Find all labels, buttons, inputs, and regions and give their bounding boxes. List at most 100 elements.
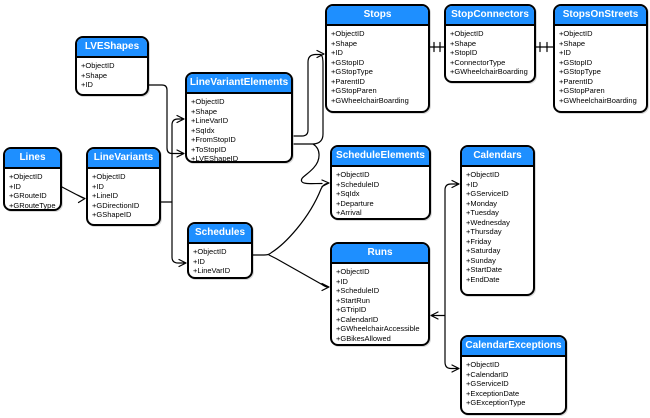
field-exceptiondate: +ExceptionDate bbox=[466, 388, 520, 398]
field-enddate: +EndDate bbox=[466, 275, 500, 285]
entity-stopsonstreets[interactable]: StopsOnStreets +ObjectID+Shape+ID+GStopID… bbox=[553, 4, 648, 113]
field-gshapeid: +GShapeID bbox=[92, 210, 132, 220]
entity-field-list: +ObjectID+Shape+ID bbox=[77, 58, 147, 92]
field-groutetype: +GRouteType bbox=[9, 200, 56, 210]
entity-scheduleelements[interactable]: ScheduleElements+ObjectID+ScheduleID+SqI… bbox=[330, 145, 431, 220]
entity-field-list: +ObjectID+CalendarID+GServiceID+Exceptio… bbox=[462, 357, 565, 410]
field-gwheelchairboarding: +GWheelchairBoarding bbox=[450, 67, 528, 77]
connector-fromstopid-stops bbox=[293, 49, 325, 137]
entity-title[interactable]: Calendars bbox=[462, 147, 533, 167]
field-gwheelchairboarding: +GWheelchairBoarding bbox=[559, 95, 637, 105]
field-id: +ID bbox=[331, 48, 343, 58]
entity-field-list: +ObjectID+Shape+StopID+ConnectorType+GWh… bbox=[446, 26, 534, 79]
field-id: +ID bbox=[92, 181, 104, 191]
field-wednesday: +Wednesday bbox=[466, 217, 510, 227]
entity-title[interactable]: LVEShapes bbox=[77, 38, 147, 58]
entity-field-list: +ObjectID+ID+GRouteID+GRouteType bbox=[5, 169, 60, 210]
connector-linevariantelements-scheduleelements bbox=[300, 143, 323, 185]
field-gwheelchairaccessible: +GWheelchairAccessible bbox=[336, 324, 420, 334]
entity-title[interactable]: CalendarExceptions bbox=[462, 337, 565, 357]
field-shape: +Shape bbox=[450, 38, 477, 48]
entity-field-list: +ObjectID+ID+LineID+GDirectionID+GShapeI… bbox=[88, 169, 159, 222]
entity-title[interactable]: ScheduleElements bbox=[332, 147, 429, 167]
field-linevarid: +LineVarID bbox=[191, 116, 229, 126]
entity-title[interactable]: Stops bbox=[327, 6, 428, 26]
entity-linevariants[interactable]: LineVariants+ObjectID+ID+LineID+GDirecti… bbox=[86, 147, 161, 226]
field-objectid: +ObjectID bbox=[336, 267, 370, 276]
field-sqidx: +SqIdx bbox=[191, 125, 215, 135]
field-objectid: +ObjectID bbox=[9, 172, 43, 181]
field-objectid: +ObjectID bbox=[193, 247, 227, 256]
field-gstopparen: +GStopParen bbox=[559, 86, 605, 96]
field-linevarid: +LineVarID bbox=[193, 266, 231, 276]
field-sunday: +Sunday bbox=[466, 255, 496, 265]
field-gserviceid: +GServiceID bbox=[466, 379, 509, 389]
entity-field-list: +ObjectID+ID+ScheduleID+StartRun+GTripID… bbox=[332, 264, 428, 344]
connector-stops-stopconnectors bbox=[429, 41, 445, 53]
field-id: +ID bbox=[559, 48, 571, 58]
field-calendarid: +CalendarID bbox=[466, 369, 509, 379]
field-scheduleid: +ScheduleID bbox=[336, 286, 380, 296]
field-id: +ID bbox=[81, 80, 93, 90]
field-shape: +Shape bbox=[559, 38, 586, 48]
field-objectid: +ObjectID bbox=[450, 29, 484, 38]
field-gwheelchairboarding: +GWheelchairBoarding bbox=[331, 95, 409, 105]
field-lveshapeid: +LVEShapeID bbox=[191, 154, 239, 163]
entity-title[interactable]: Runs bbox=[332, 244, 428, 264]
field-objectid: +ObjectID bbox=[466, 170, 500, 179]
field-id: +ID bbox=[193, 256, 205, 266]
entity-schedules[interactable]: Schedules+ObjectID+ID+LineVarID bbox=[187, 222, 253, 279]
field-objectid: +ObjectID bbox=[331, 29, 365, 38]
field-fromstopid: +FromStopID bbox=[191, 135, 236, 145]
field-gstopparen: +GStopParen bbox=[331, 86, 377, 96]
entity-title[interactable]: StopConnectors bbox=[446, 6, 534, 26]
field-gdirectionid: +GDirectionID bbox=[92, 200, 140, 210]
field-tuesday: +Tuesday bbox=[466, 208, 499, 218]
connector-schedules-scheduleelements bbox=[252, 179, 330, 256]
entity-stops[interactable]: Stops +ObjectID+Shape+ID+GStopID+GStopTyp… bbox=[325, 4, 430, 113]
field-tostopid: +ToStopID bbox=[191, 144, 227, 154]
entity-lines[interactable]: Lines+ObjectID+ID+GRouteID+GRouteType bbox=[3, 147, 62, 211]
field-gstoptype: +GStopType bbox=[559, 67, 601, 77]
field-stopid: +StopID bbox=[450, 48, 478, 58]
entity-title[interactable]: Lines bbox=[5, 149, 60, 169]
entity-title[interactable]: LineVariants bbox=[88, 149, 159, 169]
entity-field-list: +ObjectID+ID+LineVarID bbox=[189, 244, 251, 277]
entity-calendars[interactable]: Calendars+ObjectID+ID+GServiceID+Monday+… bbox=[460, 145, 535, 296]
field-objectid: +ObjectID bbox=[466, 360, 500, 369]
field-gstopid: +GStopID bbox=[331, 57, 365, 67]
field-objectid: +ObjectID bbox=[191, 97, 225, 106]
connector-linevariants-schedules bbox=[171, 201, 187, 268]
field-departure: +Departure bbox=[336, 198, 374, 208]
field-monday: +Monday bbox=[466, 198, 498, 208]
entity-runs[interactable]: Runs+ObjectID+ID+ScheduleID+StartRun+GTr… bbox=[330, 242, 430, 346]
entity-title[interactable]: StopsOnStreets bbox=[555, 6, 646, 26]
entity-stopconnectors[interactable]: StopConnectors+ObjectID+Shape+StopID+Con… bbox=[444, 4, 536, 83]
entity-linevariantelements[interactable]: LineVariantElements+ObjectID+Shape+LineV… bbox=[185, 72, 293, 163]
field-objectid: +ObjectID bbox=[81, 61, 115, 70]
field-shape: +Shape bbox=[191, 106, 218, 116]
entity-title[interactable]: LineVariantElements bbox=[187, 74, 291, 94]
connector-schedules-runs bbox=[268, 254, 330, 292]
entity-title[interactable]: Schedules bbox=[189, 224, 251, 244]
field-gstoptype: +GStopType bbox=[331, 67, 373, 77]
field-id: +ID bbox=[9, 181, 21, 191]
field-gbikesallowed: +GBikesAllowed bbox=[336, 333, 391, 343]
entity-calendarexceptions[interactable]: CalendarExceptions+ObjectID+CalendarID+G… bbox=[460, 335, 567, 415]
connector-stopconnectors-stopsonstreets bbox=[535, 41, 554, 53]
connector-tostopid-stops bbox=[293, 54, 324, 145]
field-grouteid: +GRouteID bbox=[9, 191, 47, 201]
connector-lines-linevariants bbox=[61, 186, 86, 204]
field-gserviceid: +GServiceID bbox=[466, 189, 509, 199]
entity-field-list: +ObjectID+Shape+LineVarID+SqIdx+FromStop… bbox=[187, 94, 291, 163]
field-calendarid: +CalendarID bbox=[336, 314, 379, 324]
field-startdate: +StartDate bbox=[466, 265, 503, 275]
entity-lveshapes[interactable]: LVEShapes+ObjectID+Shape+ID bbox=[75, 36, 149, 96]
field-shape: +Shape bbox=[331, 38, 358, 48]
field-gstopid: +GStopID bbox=[559, 57, 593, 67]
field-objectid: +ObjectID bbox=[559, 29, 593, 38]
field-lineid: +LineID bbox=[92, 191, 119, 201]
field-gexceptiontype: +GExceptionType bbox=[466, 398, 526, 408]
field-startrun: +StartRun bbox=[336, 295, 370, 305]
